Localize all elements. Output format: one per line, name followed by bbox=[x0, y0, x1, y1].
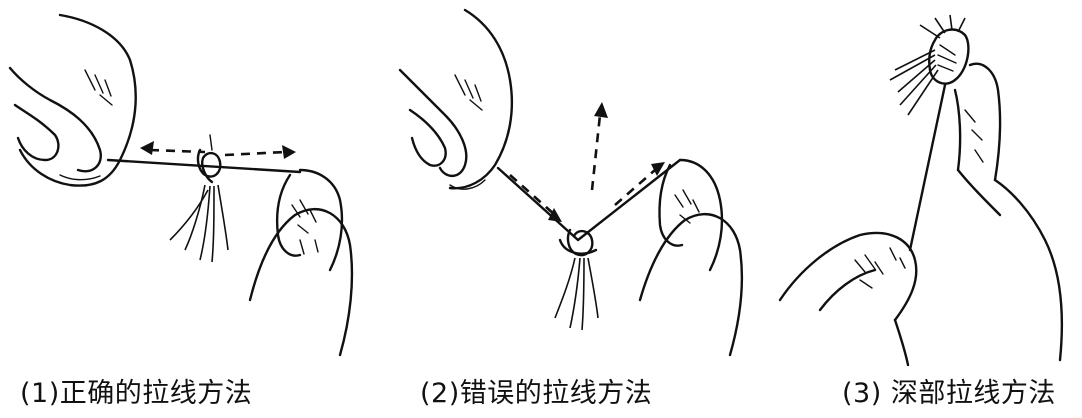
deep-method-illustration bbox=[778, 14, 1064, 367]
caption-correct-method: (1)正确的拉线方法 bbox=[20, 378, 253, 409]
caption-wrong-method: (2)错误的拉线方法 bbox=[420, 378, 653, 409]
caption-deep-method: (3) 深部拉线方法 bbox=[842, 378, 1056, 409]
correct-method-illustration bbox=[8, 13, 354, 357]
panel-deep-method: (3) 深部拉线方法 bbox=[760, 0, 1082, 418]
panel-wrong-method: (2)错误的拉线方法 bbox=[370, 0, 760, 418]
wrong-method-illustration bbox=[398, 8, 744, 357]
panel-correct-method: (1)正确的拉线方法 bbox=[0, 0, 370, 418]
